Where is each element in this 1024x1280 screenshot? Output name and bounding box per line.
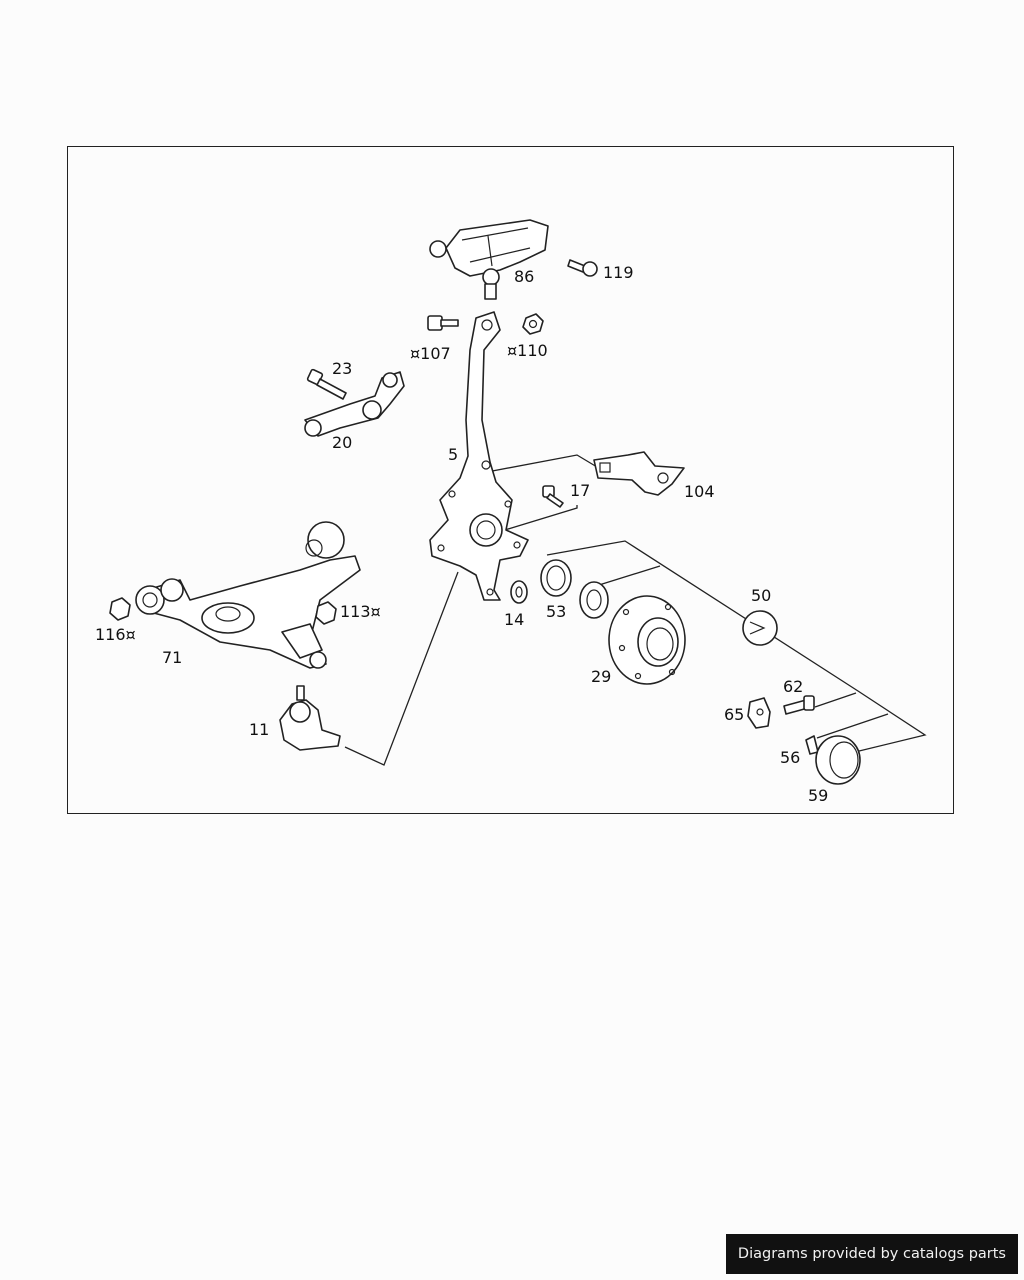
part-71-lower-control-arm [135,521,361,669]
callout-86: 86 [514,267,534,286]
part-62-bolt [783,695,815,715]
callout-119: 119 [603,263,634,282]
part-23-bolt [306,368,347,400]
footer-credit: Diagrams provided by catalogs parts [725,1234,1018,1274]
callout-20: 20 [332,433,352,452]
part-107-bolt [427,315,459,331]
part-5-steering-knuckle [429,311,529,601]
callout-5: 5 [448,445,458,464]
part-11-ball-joint [279,685,341,751]
callout-62: 62 [783,677,803,696]
callout-107: ¤107 [410,344,451,363]
callout-labels: 86 119 ¤107 ¤110 23 20 5 17 104 113¤ 116… [95,263,828,805]
part-110-nut [522,313,544,335]
part-56-clip [805,735,819,755]
callout-110: ¤110 [507,341,548,360]
callout-53: 53 [546,602,566,621]
part-53-seal [540,559,572,597]
callout-17: 17 [570,481,590,500]
callout-116: 116¤ [95,625,136,644]
part-59-dust-cap [815,735,861,785]
callout-113: 113¤ [340,602,381,621]
callout-71: 71 [162,648,182,667]
part-65-clamp-nut [747,697,771,729]
part-116-nut [109,597,131,621]
callout-14: 14 [504,610,524,629]
callout-56: 56 [780,748,800,767]
callout-104: 104 [684,482,715,501]
callout-29: 29 [591,667,611,686]
part-113-nut [315,601,337,625]
part-20-steering-arm [304,371,405,437]
part-50-washer [742,610,778,646]
callout-11: 11 [249,720,269,739]
callout-59: 59 [808,786,828,805]
part-17-bolt [542,485,564,508]
part-29-wheel-hub [608,595,686,685]
part-86-upper-mount [429,219,549,300]
part-14-nut [510,580,528,604]
leader-lines [344,454,927,766]
part-104-bracket [593,451,685,496]
part-119-bolt [567,259,598,277]
callout-23: 23 [332,359,352,378]
callout-50: 50 [751,586,771,605]
callout-65: 65 [724,705,744,724]
part-bearing [579,581,609,619]
